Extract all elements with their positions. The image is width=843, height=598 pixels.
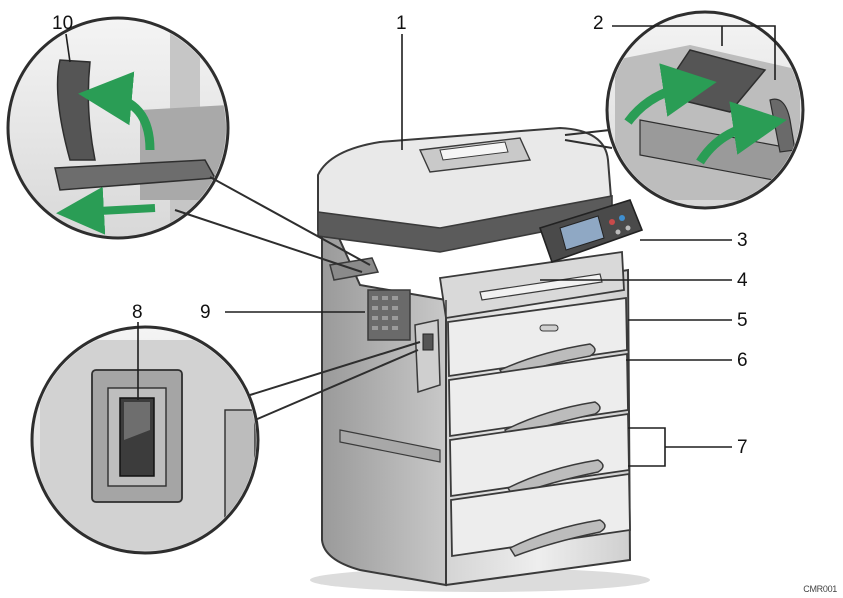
callout-8: 8 xyxy=(132,303,143,322)
inset-paper-stopper xyxy=(8,18,370,272)
figure-code: CMR001 xyxy=(803,584,837,594)
callout-2: 2 xyxy=(593,14,604,33)
callout-10: 10 xyxy=(52,14,73,33)
callout-9: 9 xyxy=(200,303,211,322)
callout-5: 5 xyxy=(737,311,748,330)
callout-1: 1 xyxy=(396,14,407,33)
callout-7: 7 xyxy=(737,438,748,457)
callout-6: 6 xyxy=(737,351,748,370)
callout-4: 4 xyxy=(737,271,748,290)
callout-3: 3 xyxy=(737,231,748,250)
power-switch-icon xyxy=(120,398,154,476)
side-vent xyxy=(368,290,410,340)
arrow-left-icon xyxy=(80,208,155,212)
